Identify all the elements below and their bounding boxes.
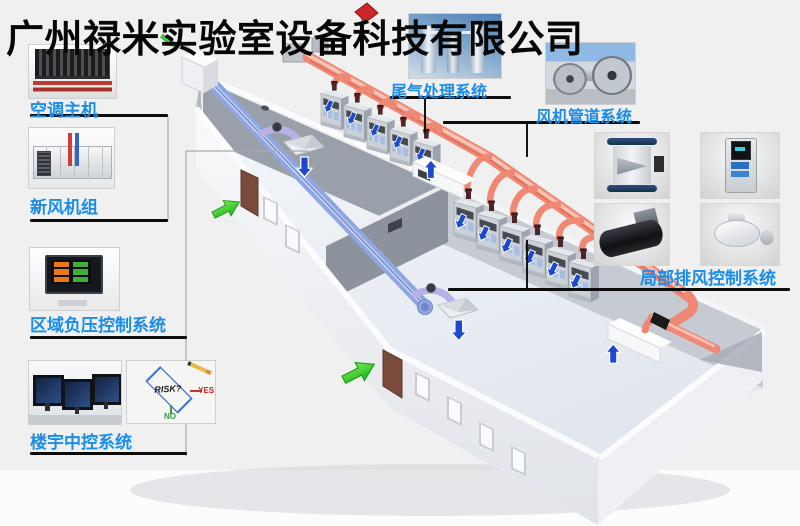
callout-fan-duct-system [545, 42, 636, 105]
label-fresh-air-unit: 新风机组 [30, 198, 98, 217]
air-cooled-chiller-photo [28, 44, 117, 99]
background-strip [0, 470, 800, 526]
supply-air-duct [200, 71, 457, 315]
valve-actuator-photo [700, 203, 780, 266]
door-room2 [382, 349, 403, 399]
exhaust-unit-room2 [605, 312, 721, 364]
duct-inlet-unit [180, 42, 218, 94]
industrial-fans-photo [545, 42, 636, 105]
control-room-monitors-photo [28, 360, 122, 425]
label-building-central-control: 楼宇中控系统 [30, 433, 132, 452]
callout-zone-negative-pressure [29, 247, 120, 311]
door-room1 [240, 169, 259, 217]
callout-building-central-control [28, 360, 122, 425]
underline-hvac-main [30, 114, 168, 117]
underline-fresh-air-unit [30, 219, 168, 222]
exhaust-controller-photo [700, 132, 780, 199]
touch-control-panel-photo [29, 247, 120, 311]
wall-vent-hole [261, 105, 269, 111]
venturi-valve-photo [594, 132, 670, 199]
pass-through-window [388, 218, 402, 233]
partition-wall [325, 182, 449, 302]
risk-flowchart-photo: RISK? YES NO [126, 360, 216, 424]
duct-valve [272, 122, 282, 132]
company-title: 广州禄米实验室设备科技有限公司 [6, 19, 584, 61]
ceiling-diffuser-2 [437, 297, 479, 342]
risk-yes-text: YES [198, 385, 215, 395]
air-handling-unit-photo [28, 127, 115, 189]
rooftop-equipment [282, 2, 379, 63]
label-local-exhaust-control: 局部排风控制系统 [640, 269, 776, 288]
underline-exhaust-gas-treatment [390, 96, 511, 99]
ceiling-diffuser-1 [283, 134, 325, 178]
callout-exhaust-gas-treatment [408, 13, 502, 79]
callout-risk-flowchart: RISK? YES NO [126, 360, 216, 424]
underline-local-exhaust-control [448, 288, 790, 291]
label-fan-duct-system: 风机管道系统 [536, 109, 633, 126]
underline-building-central-control [30, 452, 187, 455]
underline-zone-negative-pressure [30, 336, 187, 339]
label-zone-negative-pressure: 区域负压控制系统 [30, 316, 166, 335]
pipe-sleeve [650, 312, 670, 330]
gas-scrubber-towers-photo [408, 13, 502, 79]
front-wall [193, 106, 600, 525]
callout-fresh-air-unit [28, 127, 115, 189]
duct-valve [426, 283, 436, 293]
damper-valve-photo [594, 203, 670, 266]
label-exhaust-gas-treatment: 尾气处理系统 [391, 84, 488, 101]
exhaust-stack-marker [354, 2, 379, 23]
underline-fan-duct-system [443, 121, 640, 124]
exhaust-unit-room1 [412, 156, 476, 200]
right-end-wall [598, 328, 770, 525]
callout-hvac-main [28, 44, 117, 99]
pencil-icon [187, 361, 212, 375]
label-hvac-main: 空调主机 [30, 101, 98, 120]
risk-no-text: NO [163, 412, 176, 422]
